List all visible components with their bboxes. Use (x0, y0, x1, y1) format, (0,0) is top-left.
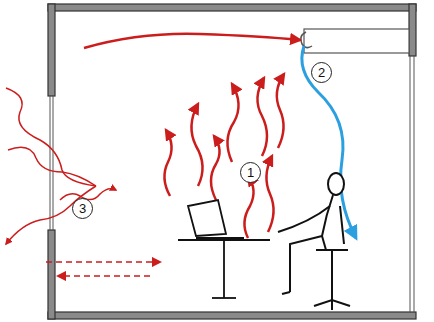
heat-flow-arrows (84, 34, 300, 238)
air-exchange-arrows (46, 262, 160, 276)
cool-air-arrow (302, 46, 356, 238)
solar-radiation-arrows (6, 88, 116, 244)
window-glass (50, 56, 414, 312)
desk-with-laptop (178, 200, 270, 298)
callout-number: 1 (240, 162, 261, 183)
callout-number: 3 (72, 198, 93, 219)
seated-person (278, 173, 350, 310)
room-walls (48, 4, 416, 319)
callout-number: 2 (311, 62, 332, 83)
air-duct (301, 29, 409, 53)
